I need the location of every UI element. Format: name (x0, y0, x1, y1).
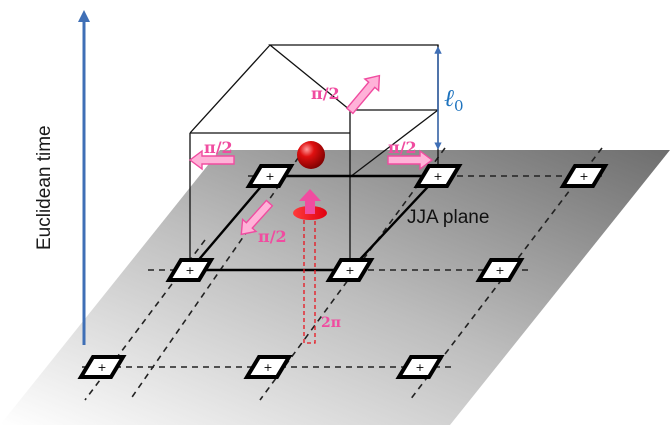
vortex-tube (303, 217, 316, 344)
height-label: ℓ0 (444, 84, 464, 115)
vortex-arrow-up-icon (299, 189, 321, 214)
junction-icon: + (77, 355, 127, 379)
junction-symbol: + (265, 170, 274, 183)
jja-plane (0, 150, 670, 425)
junction-symbol: + (345, 264, 354, 277)
junction-symbol: + (415, 361, 424, 374)
phase-label-bottom: π/2 (258, 227, 287, 246)
junctions: + + + + + + + + + (77, 164, 609, 379)
vortex-phase-label: 2π (321, 315, 341, 331)
junction-icon: + (413, 164, 463, 188)
phase-arrow-bottom-icon (240, 199, 274, 236)
junction-icon: + (395, 355, 445, 379)
junction-icon: + (245, 164, 295, 188)
junction-symbol: + (495, 264, 504, 277)
junction-symbol: + (433, 170, 442, 183)
phase-arrow-left-icon (188, 149, 235, 171)
junction-icon: + (559, 164, 609, 188)
phase-label-right: π/2 (388, 138, 417, 157)
junction-symbol: + (263, 361, 272, 374)
phase-label-top: π/2 (311, 84, 340, 103)
junction-symbol: + (97, 361, 106, 374)
particle-sphere (297, 141, 325, 169)
phase-arrow-top-icon (345, 74, 381, 115)
axis-label: Euclidean time (34, 125, 55, 250)
junction-icon: + (475, 258, 525, 282)
phase-arrow-right-icon (387, 149, 434, 171)
junction-icon: + (165, 258, 215, 282)
plane-label: JJA plane (407, 207, 489, 228)
junction-icon: + (325, 258, 375, 282)
junction-symbol: + (579, 170, 588, 183)
junction-icon: + (243, 355, 293, 379)
phase-label-left: π/2 (204, 138, 233, 157)
junction-symbol: + (185, 264, 194, 277)
